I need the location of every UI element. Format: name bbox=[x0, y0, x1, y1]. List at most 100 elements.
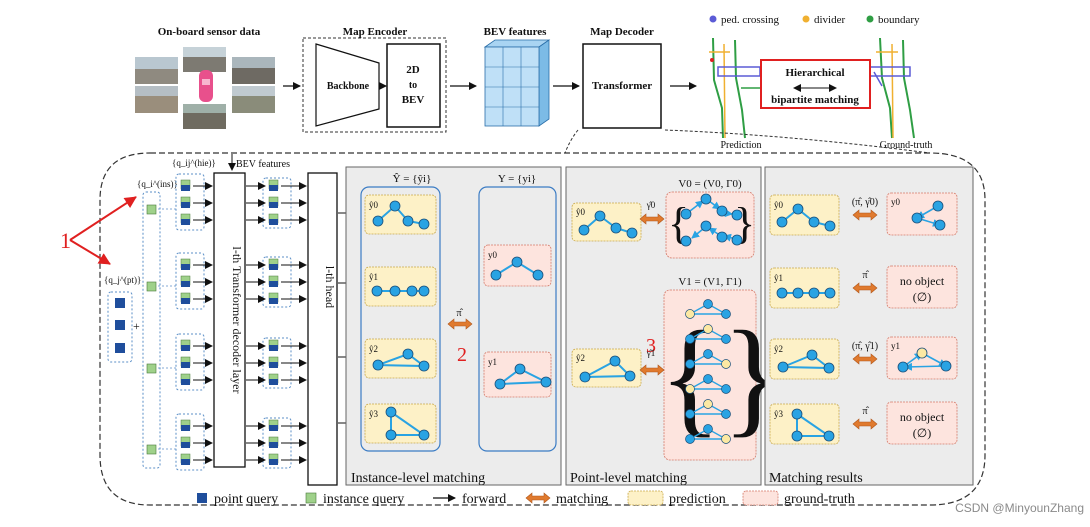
permutation-node bbox=[703, 374, 713, 384]
permutation-node bbox=[703, 399, 713, 409]
head-label: l-th head bbox=[323, 266, 337, 308]
instance-query-square bbox=[146, 204, 157, 215]
hie-query-cell bbox=[180, 258, 191, 270]
match-label: (π̂, γ̂1) bbox=[852, 341, 878, 352]
pred-node bbox=[808, 216, 820, 228]
legend-instance-query: instance query bbox=[323, 492, 404, 507]
y-set-label: Y = {yi} bbox=[498, 173, 536, 185]
hie-query-cell bbox=[268, 373, 279, 385]
hie-query-cell bbox=[180, 453, 191, 465]
hie-query-cell bbox=[268, 419, 279, 431]
permutation-cycle bbox=[689, 353, 729, 365]
point-query-stack bbox=[107, 291, 133, 363]
legend-forward: forward bbox=[462, 492, 506, 507]
gt-label: y1 bbox=[891, 341, 900, 351]
hie-query-cell bbox=[268, 213, 279, 225]
pred-label: ŷ2 bbox=[576, 353, 585, 363]
pred-label: ŷ0 bbox=[576, 207, 586, 217]
head-box bbox=[307, 172, 338, 486]
hie-query-cell bbox=[268, 258, 279, 270]
v0-permutation-1 bbox=[680, 193, 743, 221]
permutation-node bbox=[703, 324, 713, 334]
q-pt-label: {q_j^(pt)} bbox=[104, 275, 141, 285]
results-panel-title: Matching results bbox=[769, 471, 863, 486]
annotation-1: 1 bbox=[60, 228, 71, 253]
pred-shape bbox=[781, 207, 831, 227]
pred-node bbox=[806, 349, 818, 361]
instance-query-stack bbox=[142, 191, 161, 469]
v1-label: V1 = (V1, Γ1) bbox=[678, 276, 742, 288]
pred-node bbox=[776, 287, 788, 299]
pred-node bbox=[792, 203, 804, 215]
instance-gt-0: y0 bbox=[483, 244, 552, 287]
transformer-box bbox=[582, 43, 662, 129]
pred-node bbox=[823, 362, 835, 374]
q-ins-label: {q_i^(ins)} bbox=[137, 179, 178, 189]
match-label: π̂ bbox=[862, 406, 869, 417]
permutation-node bbox=[685, 359, 695, 369]
permutation-cycle bbox=[689, 378, 729, 390]
v0-label: V0 = (V0, Γ0) bbox=[678, 178, 742, 190]
backbone-label: Backbone bbox=[327, 81, 370, 92]
point-pred-2: ŷ2 bbox=[571, 348, 642, 388]
permutation-node bbox=[721, 384, 731, 394]
hie-query-cell bbox=[180, 419, 191, 431]
no-object-label: no object bbox=[900, 274, 945, 288]
permutation-node bbox=[721, 309, 731, 319]
hie-query-cell bbox=[180, 436, 191, 448]
hie-query-cell bbox=[180, 339, 191, 351]
v1-permutations bbox=[685, 299, 731, 444]
empty-set-label: (∅) bbox=[913, 426, 931, 440]
transformer-label: Transformer bbox=[592, 80, 652, 92]
map-encoder-title: Map Encoder bbox=[343, 26, 408, 38]
point-query-square bbox=[115, 320, 125, 330]
v1-permutation bbox=[685, 349, 731, 369]
hie-query-cell bbox=[180, 196, 191, 208]
boundary-swatch bbox=[866, 15, 874, 23]
prediction-set-box bbox=[360, 186, 441, 452]
hierarchical-matching-box bbox=[760, 59, 871, 109]
match-label: π̂ bbox=[862, 270, 869, 281]
decoder-layer-box bbox=[213, 172, 246, 468]
gt-node bbox=[940, 360, 952, 372]
gt-label: y0 bbox=[488, 250, 498, 260]
pred-shape bbox=[782, 353, 833, 370]
ped-crossing-swatch bbox=[709, 15, 717, 23]
annotation-3: 3 bbox=[646, 335, 656, 357]
instance-gt-1: y1 bbox=[483, 351, 552, 398]
permutation-node bbox=[721, 434, 731, 444]
instance-query-square bbox=[146, 444, 157, 455]
decoder-detail-region bbox=[99, 152, 986, 506]
instance-pred-1: ŷ1 bbox=[364, 266, 437, 307]
legend-divider: divider bbox=[814, 14, 845, 26]
pred-label: ŷ2 bbox=[369, 344, 378, 354]
instance-query-square bbox=[146, 363, 157, 374]
v1-permutation bbox=[685, 424, 731, 444]
result-row: ŷ0(π̂, γ̂0)y0 bbox=[769, 192, 958, 236]
pred-label: ŷ1 bbox=[369, 272, 378, 282]
hie-query-cell bbox=[268, 356, 279, 368]
permutation-node bbox=[703, 299, 713, 309]
permutation-cycle bbox=[689, 303, 729, 315]
hie-query-cell bbox=[180, 275, 191, 287]
gt-edge bbox=[904, 362, 947, 371]
legend-point-query: point query bbox=[214, 492, 278, 507]
hie-query-cell bbox=[268, 292, 279, 304]
hie-query-cell bbox=[268, 436, 279, 448]
pred-label: ŷ3 bbox=[369, 409, 379, 419]
instance-query-swatch bbox=[305, 492, 317, 504]
permutation-node bbox=[703, 424, 713, 434]
legend-ped-crossing: ped. crossing bbox=[721, 14, 780, 26]
point-pred-0: ŷ0 bbox=[571, 202, 642, 242]
annotation-2: 2 bbox=[457, 344, 467, 366]
matching-arrow-swatch bbox=[525, 492, 551, 504]
pred-node bbox=[824, 287, 836, 299]
permutation-cycle bbox=[689, 428, 729, 440]
legend-ground-truth: ground-truth bbox=[784, 492, 855, 507]
backbone-shape bbox=[315, 43, 380, 127]
permutation-node bbox=[685, 309, 695, 319]
permutation-node bbox=[721, 334, 731, 344]
